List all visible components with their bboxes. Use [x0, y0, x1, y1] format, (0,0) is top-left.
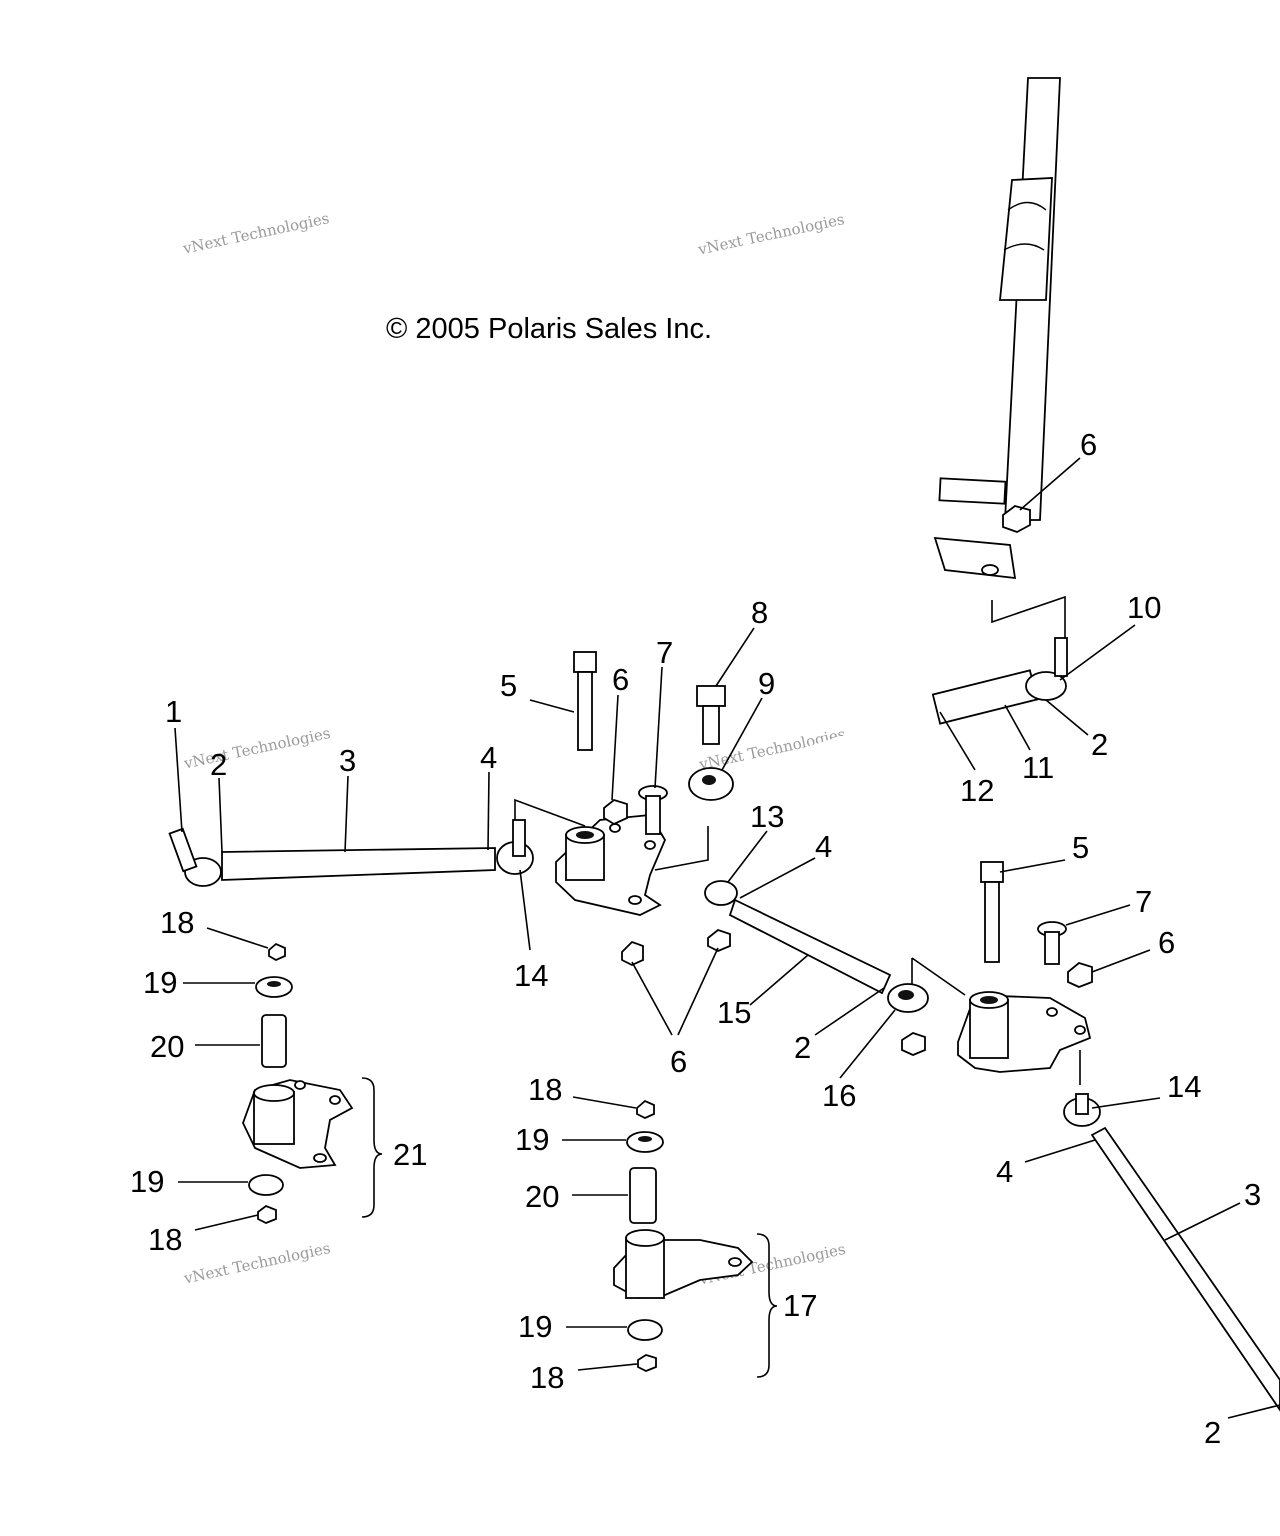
callout-7: 7 — [656, 635, 673, 670]
callout-17: 17 — [783, 1288, 817, 1323]
copyright-text: © 2005 Polaris Sales Inc. — [386, 313, 712, 345]
leader-pivot-top — [514, 798, 586, 827]
callout-19: 19 — [518, 1309, 552, 1344]
svg-text:vNext Technologies: vNext Technologies — [180, 209, 330, 258]
callout-18: 18 — [160, 905, 194, 940]
svg-text:vNext Technologies: vNext Technologies — [181, 724, 331, 773]
nut-6-right — [1067, 961, 1093, 988]
callout-12: 12 — [960, 773, 994, 808]
callout-20: 20 — [525, 1179, 559, 1214]
leader-lines — [174, 457, 1280, 1419]
bolt-5-right — [980, 861, 1004, 963]
callout-2: 2 — [210, 747, 227, 782]
right-tie-rod — [1063, 1093, 1280, 1412]
callout-18: 18 — [528, 1072, 562, 1107]
watermark-mid-left: vNext Technologies — [181, 724, 331, 773]
callout-5: 5 — [1072, 830, 1089, 865]
left-bracket-assembly — [242, 942, 354, 1224]
callout-9: 9 — [758, 666, 775, 701]
callout-19: 19 — [515, 1122, 549, 1157]
leader-draglink — [911, 957, 966, 996]
bracket-21 — [361, 1077, 383, 1218]
right-pivot-arm — [957, 991, 1092, 1073]
callout-4: 4 — [815, 829, 832, 864]
callout-5: 5 — [500, 668, 517, 703]
nut-6-lower-right — [707, 928, 731, 952]
callout-13: 13 — [750, 799, 784, 834]
callout-19: 19 — [143, 965, 177, 1000]
callout-18: 18 — [530, 1360, 564, 1395]
callout-6: 6 — [612, 662, 629, 697]
callout-20: 20 — [150, 1029, 184, 1064]
center-pivot-arm — [555, 814, 667, 916]
center-bracket-assembly — [613, 1099, 754, 1372]
callout-8: 8 — [751, 595, 768, 630]
svg-text:vNext Technologies: vNext Technologies — [181, 1239, 331, 1288]
left-tie-rod — [168, 819, 534, 887]
callout-2: 2 — [1091, 727, 1108, 762]
callout-7: 7 — [1135, 884, 1152, 919]
nut-6-left — [603, 798, 628, 826]
leader-column-to-rod — [991, 595, 1066, 640]
callout-4: 4 — [480, 740, 497, 775]
callout-10: 10 — [1127, 590, 1161, 625]
callout-2: 2 — [1204, 1415, 1221, 1450]
callout-18: 18 — [148, 1222, 182, 1257]
pin-7-right — [1037, 921, 1067, 965]
leader-pivot-right — [654, 826, 709, 871]
callout-14: 14 — [514, 958, 548, 993]
pin-7-left — [638, 785, 668, 835]
callout-1: 1 — [165, 694, 182, 729]
callout-19: 19 — [130, 1164, 164, 1199]
watermark-top-center: vNext Technologies — [696, 210, 846, 259]
drag-link — [704, 880, 929, 1056]
callout-labels: 1 2 3 4 5 6 7 8 9 6 10 2 11 12 13 4 14 6… — [130, 427, 1261, 1450]
callout-4: 4 — [996, 1154, 1013, 1189]
bolt-8 — [696, 685, 726, 745]
bolt-5-left — [573, 651, 597, 751]
upper-tie-rod — [688, 637, 1068, 801]
svg-text:vNext Technologies: vNext Technologies — [696, 210, 846, 259]
callout-6: 6 — [1080, 427, 1097, 462]
callout-21: 21 — [393, 1137, 427, 1172]
callout-3: 3 — [1244, 1177, 1261, 1212]
callout-3: 3 — [339, 743, 356, 778]
callout-16: 16 — [822, 1078, 856, 1113]
callout-6: 6 — [1158, 925, 1175, 960]
callout-11: 11 — [1022, 750, 1054, 785]
watermark-top-left: vNext Technologies — [180, 209, 330, 258]
steering-column — [933, 77, 1061, 580]
callout-6: 6 — [670, 1044, 687, 1079]
nut-6-top — [1002, 505, 1031, 533]
watermark-bottom-left: vNext Technologies — [181, 1239, 331, 1288]
nut-6-lower-left — [621, 940, 644, 966]
bracket-17 — [756, 1233, 778, 1378]
callout-2: 2 — [794, 1030, 811, 1065]
callout-15: 15 — [717, 995, 751, 1030]
callout-14: 14 — [1167, 1069, 1201, 1104]
